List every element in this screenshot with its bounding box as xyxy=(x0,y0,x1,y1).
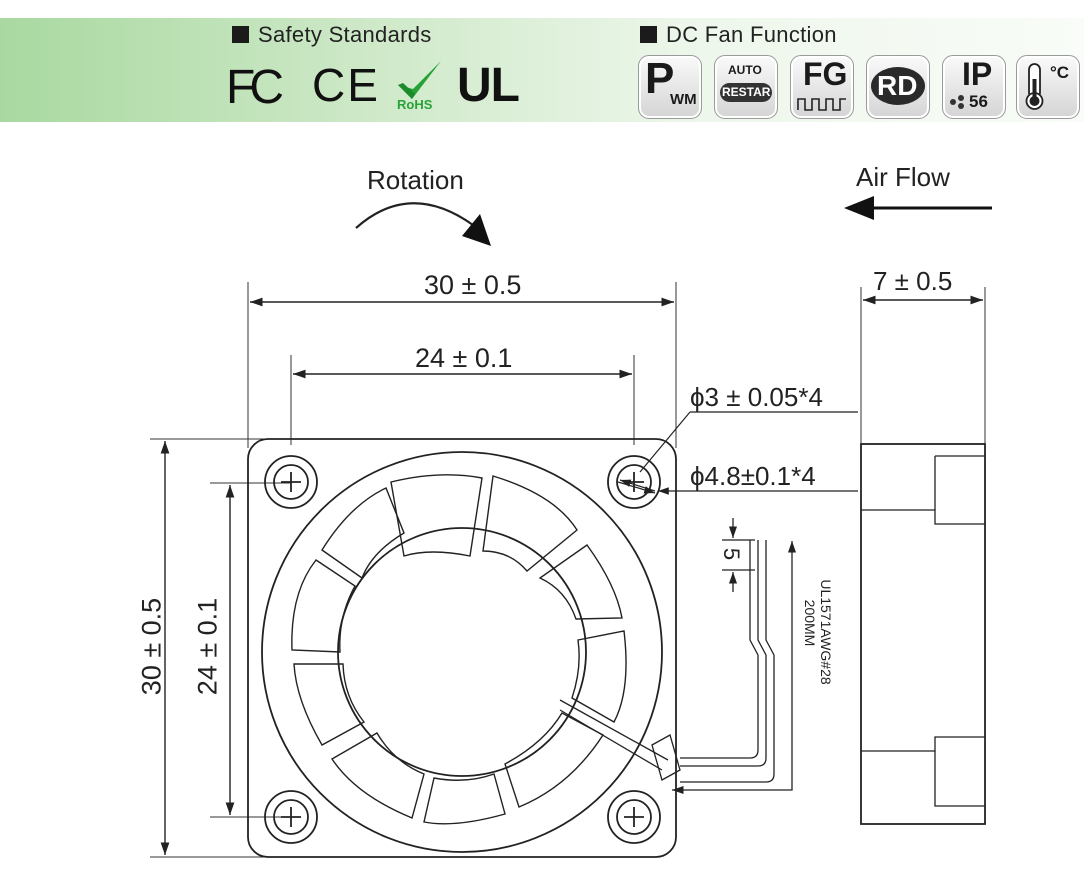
rotation-label: Rotation xyxy=(367,165,464,195)
fg-label: FG xyxy=(803,56,848,92)
dim-width-outer-label: 30 ± 0.5 xyxy=(424,270,522,300)
dim-thickness-label: 7 ± 0.5 xyxy=(873,266,953,296)
ip-label: IP xyxy=(962,56,993,92)
pulse-wave-icon xyxy=(797,98,846,111)
rd-oval xyxy=(871,67,925,105)
rohs-check-icon xyxy=(398,61,441,99)
cable-exit xyxy=(559,699,669,771)
lead-wires xyxy=(672,518,797,795)
restart-pill xyxy=(720,83,772,102)
rohs-label: RoHS xyxy=(397,97,433,112)
hole-large-label: ϕ4.8±0.1*4 xyxy=(690,461,816,491)
dim-height-inner-label: 24 ± 0.1 xyxy=(192,597,223,696)
safety-standards-label: Safety Standards xyxy=(258,22,432,47)
temperature-badge: °C xyxy=(1016,55,1080,119)
rd-label: RD xyxy=(877,70,918,101)
mounting-hole-bottom-left xyxy=(264,790,318,844)
ul-logo: UL xyxy=(457,59,520,112)
cable-spec-length-label: 200MM xyxy=(802,599,818,647)
thermometer-icon xyxy=(1025,63,1044,110)
pwm-badge-wm: WM xyxy=(670,91,697,108)
pwm-badge: P WM xyxy=(638,54,702,119)
safety-standards-title: Safety Standards xyxy=(232,22,432,48)
ce-logo: CE xyxy=(312,59,380,111)
wire-strip-label: 5 xyxy=(719,547,744,561)
rotation-arrow-icon xyxy=(355,202,491,246)
ip56-badge: IP 56 xyxy=(942,55,1006,119)
auto-label: AUTO xyxy=(728,63,762,77)
dim-width-inner-label: 24 ± 0.1 xyxy=(415,343,513,373)
fan-function-label: DC Fan Function xyxy=(666,22,837,47)
extension-lines xyxy=(150,282,986,858)
square-bullet-icon xyxy=(640,26,657,43)
rohs-logo: RoHS xyxy=(395,55,445,117)
fan-function-title: DC Fan Function xyxy=(640,22,837,48)
water-drops-icon xyxy=(950,95,964,109)
hole-small-label: ϕ3 ± 0.05*4 xyxy=(690,382,823,412)
airflow-arrow-icon xyxy=(844,196,992,220)
hole-leaders xyxy=(617,411,858,495)
ip56-label: 56 xyxy=(969,92,988,111)
rd-badge: RD xyxy=(866,55,930,119)
fcc-logo: FC xyxy=(226,61,284,114)
pwm-badge-p: P xyxy=(645,54,675,103)
cable-spec-awg-label: UL1571AWG#28 xyxy=(818,579,834,685)
square-bullet-icon xyxy=(232,26,249,43)
restart-label: RESTAR xyxy=(722,85,771,99)
fan-front-view xyxy=(247,438,681,858)
dim-height-outer-label: 30 ± 0.5 xyxy=(136,597,167,696)
fan-blades xyxy=(291,474,627,825)
auto-restart-badge: AUTO RESTAR xyxy=(714,55,778,119)
fan-side-view xyxy=(860,443,986,825)
mounting-hole-top-left xyxy=(264,455,318,509)
celsius-label: °C xyxy=(1050,63,1070,82)
mounting-hole-bottom-right xyxy=(607,790,661,844)
fg-badge: FG xyxy=(790,55,854,119)
mounting-hole-top-right xyxy=(607,455,661,509)
airflow-label: Air Flow xyxy=(856,162,950,192)
